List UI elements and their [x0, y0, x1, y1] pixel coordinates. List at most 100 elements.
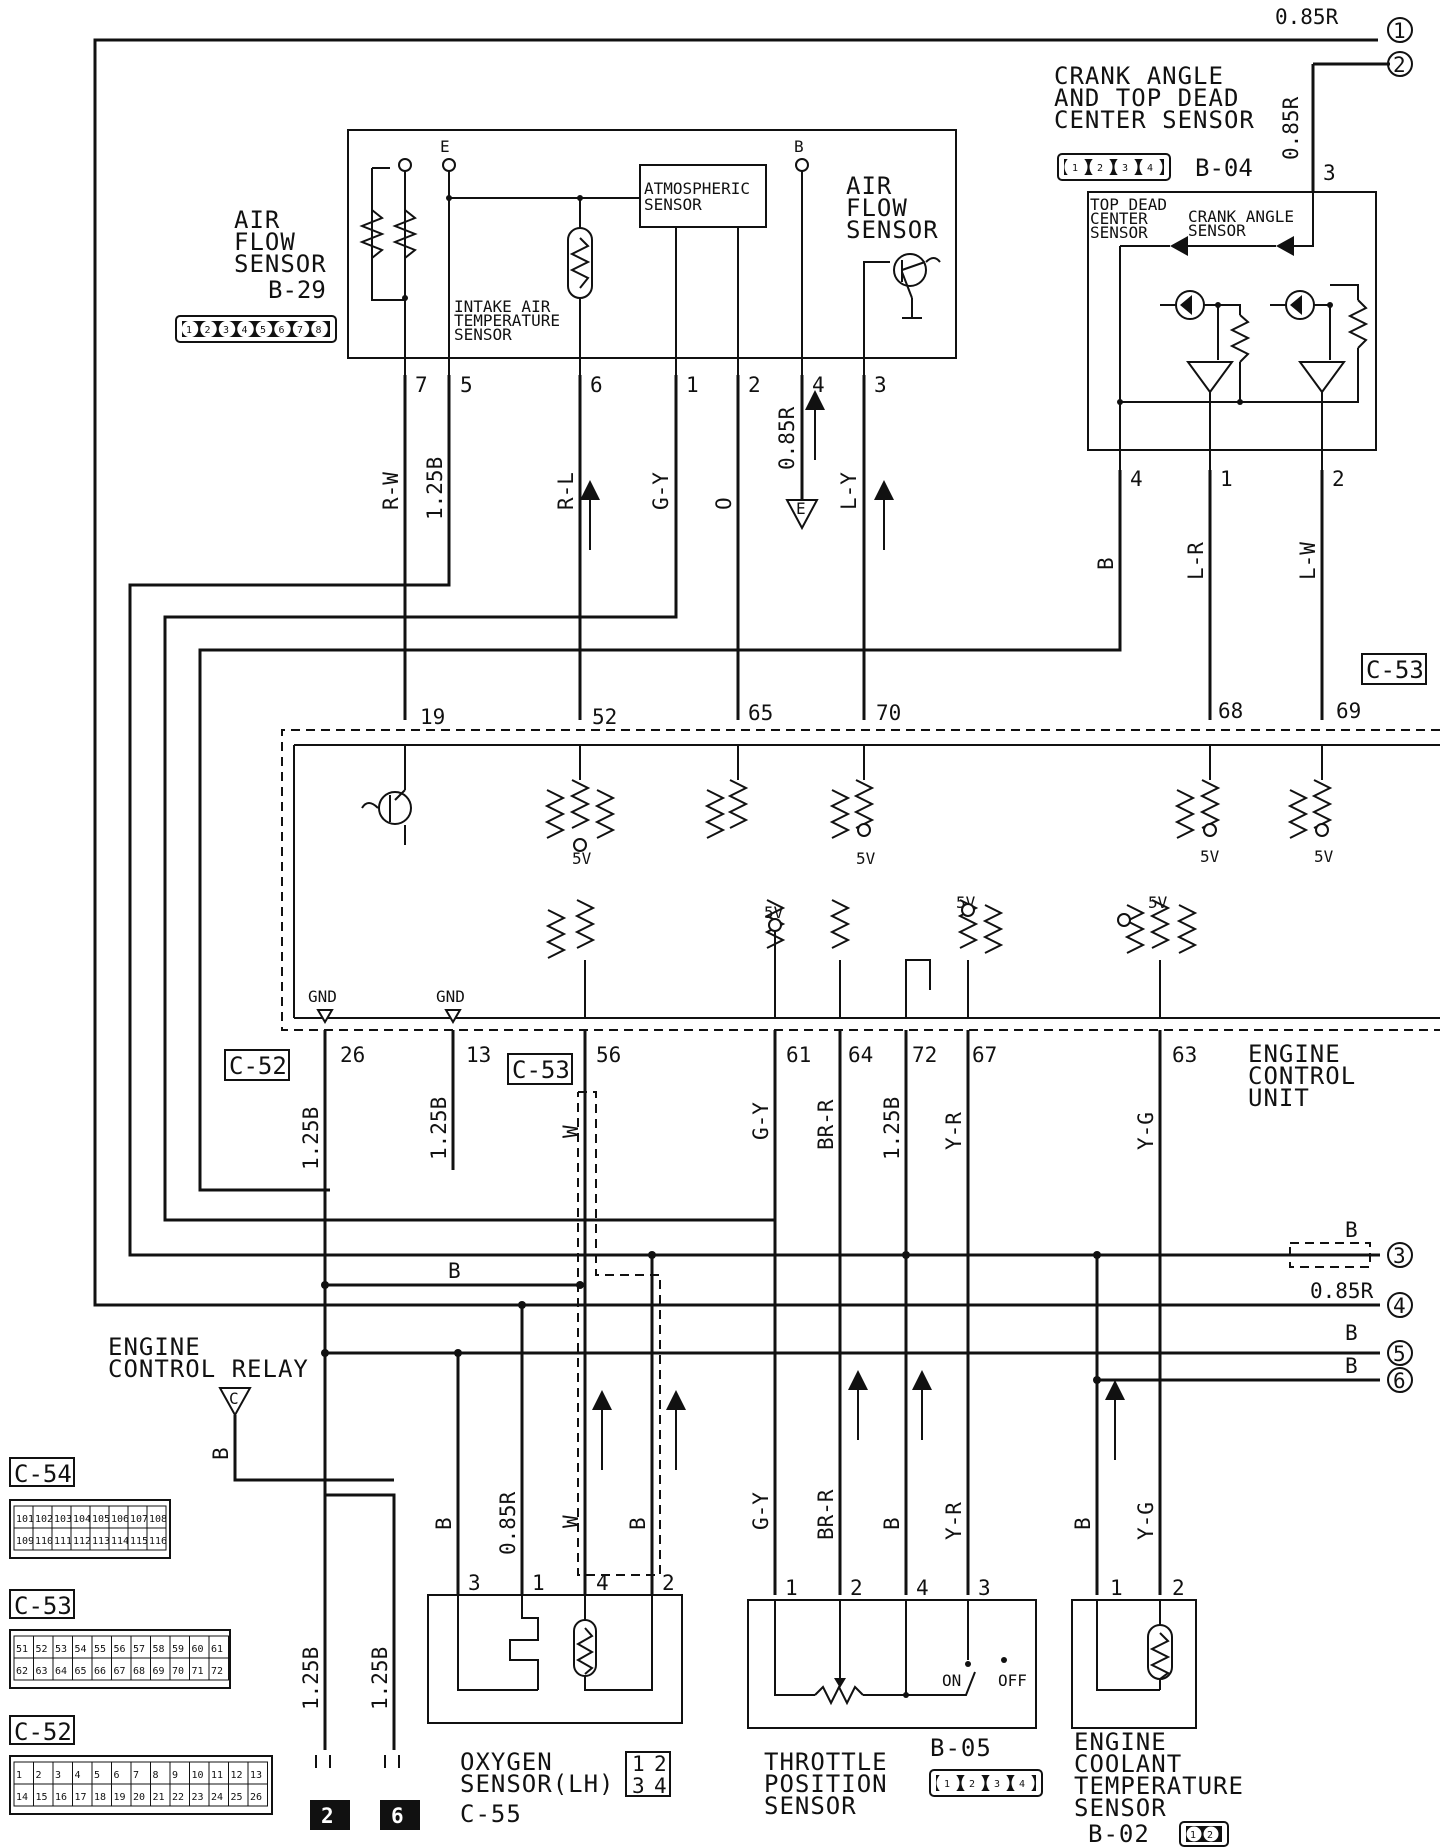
svg-text:C: C	[229, 1389, 239, 1408]
b05-pin-2	[961, 1771, 985, 1795]
svg-text:SENSOR: SENSOR	[234, 250, 327, 278]
svg-text:56: 56	[596, 1043, 621, 1067]
c52-cell-label-14: 14	[16, 1792, 28, 1803]
ecu-internal-resistor	[957, 899, 979, 949]
svg-text:1: 1	[1110, 1576, 1123, 1600]
svg-text:7: 7	[415, 373, 428, 397]
b29-pin-1	[181, 320, 199, 338]
c53-cell-label-58: 58	[153, 1644, 165, 1655]
b29-pin-label-8: 8	[316, 325, 322, 336]
ground-terminal-6: 1.25B 6	[368, 1647, 420, 1830]
svg-text:64: 64	[848, 1043, 873, 1067]
svg-text:W: W	[559, 1515, 583, 1528]
c53-cell-label-67: 67	[114, 1666, 126, 1677]
c52-cell-label-16: 16	[55, 1792, 67, 1803]
ecu-5v-label: 5V	[1200, 847, 1220, 866]
svg-text:68: 68	[1218, 699, 1243, 723]
b29-pin-label-1: 1	[186, 325, 192, 336]
b29-pin-5	[255, 320, 273, 338]
svg-text:6: 6	[590, 373, 603, 397]
atmospheric-sensor-label-1: ATMOSPHERIC	[644, 179, 750, 198]
svg-text:67: 67	[972, 1043, 997, 1067]
svg-text:B: B	[1345, 1218, 1358, 1242]
svg-text:CONTROL: CONTROL	[1248, 1062, 1356, 1090]
c52-cell-label-8: 8	[153, 1770, 159, 1781]
b04-pin-4	[1139, 155, 1163, 179]
svg-text:POSITION: POSITION	[764, 1770, 888, 1798]
ecu-5v-node	[1315, 823, 1329, 837]
svg-text:TOP DEAD: TOP DEAD	[1090, 195, 1167, 214]
svg-text:2: 2	[662, 1571, 675, 1595]
b29-pin-label-4: 4	[242, 325, 248, 336]
svg-text:3: 3	[874, 373, 887, 397]
svg-text:1.25B: 1.25B	[423, 457, 447, 520]
svg-text:CENTER: CENTER	[1090, 209, 1148, 228]
svg-text:BR-R: BR-R	[814, 1099, 838, 1150]
svg-text:B: B	[626, 1517, 650, 1530]
c53-cell-label-57: 57	[133, 1644, 145, 1655]
connector-b29-label: B-29	[268, 276, 326, 304]
svg-text:ENGINE: ENGINE	[108, 1333, 201, 1361]
svg-text:4: 4	[916, 1576, 929, 1600]
b04-pin-1	[1064, 155, 1088, 179]
svg-text:C-53: C-53	[14, 1592, 72, 1620]
svg-text:BR-R: BR-R	[814, 1489, 838, 1540]
svg-text:1.25B: 1.25B	[299, 1647, 323, 1710]
svg-text:SENSOR: SENSOR	[1188, 221, 1246, 240]
svg-text:SENSOR: SENSOR	[1090, 223, 1148, 242]
c52-cell-label-17: 17	[75, 1792, 87, 1803]
svg-text:63: 63	[1172, 1043, 1197, 1067]
svg-text:SENSOR: SENSOR	[1074, 1794, 1167, 1822]
c53-cell-label-71: 71	[192, 1666, 204, 1677]
ecu-internal-resistor	[1199, 779, 1221, 829]
c52-cell-label-11: 11	[211, 1770, 223, 1781]
connector-c52-label: C-52	[224, 1049, 290, 1081]
c53-cell-label-61: 61	[211, 1644, 223, 1655]
ecu-5v-label: 5V	[856, 849, 876, 868]
svg-text:B-05: B-05	[930, 1734, 992, 1762]
svg-text:2: 2	[1393, 53, 1406, 77]
c52-cell-label-6: 6	[114, 1770, 120, 1781]
c52-cell-26	[247, 1783, 268, 1807]
c53-cell-label-65: 65	[75, 1666, 87, 1677]
svg-text:B: B	[432, 1517, 456, 1530]
c53-cell-label-63: 63	[36, 1666, 48, 1677]
b02-pin-2	[1203, 1826, 1219, 1842]
svg-text:FLOW: FLOW	[846, 194, 908, 222]
svg-text:ENGINE: ENGINE	[1248, 1040, 1341, 1068]
svg-text:4: 4	[812, 373, 825, 397]
tps-pin-numbers: 1 2 4 3	[785, 1576, 991, 1600]
c54-cell-label-110: 110	[35, 1536, 53, 1547]
c53-cell-label-60: 60	[192, 1644, 204, 1655]
b29-pin-2	[200, 320, 217, 338]
c53-cell-label-54: 54	[75, 1644, 87, 1655]
svg-text:Y-R: Y-R	[942, 1112, 966, 1150]
svg-text:B: B	[1094, 557, 1118, 570]
c52-cell-label-25: 25	[231, 1792, 243, 1803]
power-wire-0.85r-top: 0.85R	[93, 5, 1380, 1307]
ecu-internal-resistor	[1311, 779, 1333, 829]
svg-text:2: 2	[321, 1804, 334, 1828]
c53-cell-72	[208, 1657, 229, 1681]
svg-text:CENTER SENSOR: CENTER SENSOR	[1054, 106, 1255, 134]
svg-text:AIR: AIR	[234, 206, 280, 234]
ground-terminal-2: 1.25B 2	[299, 1495, 350, 1830]
c52-cell-label-19: 19	[114, 1792, 126, 1803]
c55-pin-3: 3	[632, 1774, 645, 1798]
svg-text:O: O	[712, 497, 736, 510]
b04-pin-label-2: 2	[1097, 163, 1103, 174]
b05-pin-label-1: 1	[944, 1779, 950, 1790]
c52-cell-label-4: 4	[75, 1770, 81, 1781]
svg-text:L-W: L-W	[1296, 542, 1320, 580]
svg-text:72: 72	[912, 1043, 937, 1067]
svg-text:C-52: C-52	[229, 1052, 287, 1080]
b29-pin-6	[274, 320, 291, 338]
svg-text:C-53: C-53	[512, 1056, 570, 1084]
marker-b: B	[794, 137, 804, 156]
svg-text:1: 1	[532, 1571, 545, 1595]
ecu-internal-resistor	[1174, 789, 1196, 839]
c54-cell-116	[146, 1527, 167, 1551]
